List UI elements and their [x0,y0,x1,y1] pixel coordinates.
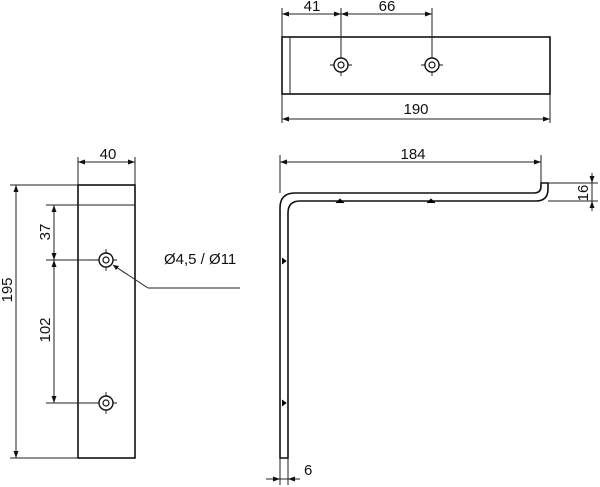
front-view: 40 195 37 102 Ø4,5 / Ø11 [0,146,240,459]
top-view-plate [281,36,551,95]
side-view-bracket-profile [279,182,549,459]
side-view: 184 16 6 [266,146,598,485]
side-view-hole-markers [281,198,436,407]
dim-label-first-hole: 41 [304,0,321,15]
top-view-hole-1 [330,54,352,76]
top-view-hole-2 [421,54,443,76]
front-view-plate [77,184,136,459]
dim-label-width: 40 [100,146,117,163]
dim-label-height: 195 [0,277,16,302]
front-view-hole-2 [95,392,117,414]
dim-label-top-to-hole: 37 [37,224,54,241]
dim-label-hole-spacing-top: 66 [379,0,396,15]
top-view: 41 66 190 [281,0,551,123]
dim-label-thickness: 6 [304,462,312,479]
dim-label-side-length: 184 [400,146,425,163]
dim-label-lip-height: 16 [575,185,592,202]
dim-label-hole-spacing-front: 102 [37,317,54,342]
hole-callout-leader [112,264,149,289]
hole-callout-label: Ø4,5 / Ø11 [164,251,236,268]
front-view-hole-1 [95,249,117,271]
dim-label-total-length: 190 [403,101,428,118]
